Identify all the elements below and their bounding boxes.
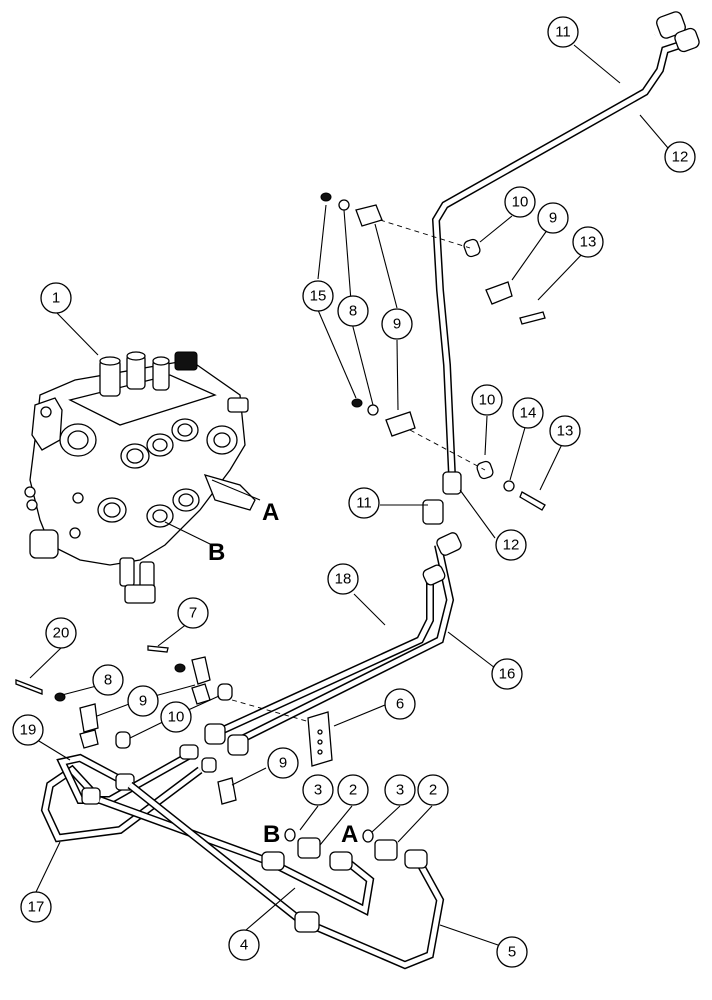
- callout-number: 13: [580, 234, 597, 251]
- callout-number: 4: [240, 937, 248, 954]
- upper-clamp-hardware: [320, 192, 546, 511]
- callout-balloon-10: 10: [160, 701, 192, 733]
- callout-balloon-12: 12: [664, 141, 696, 173]
- callout-balloon-10: 10: [471, 384, 503, 416]
- callout-balloon-9: 9: [267, 747, 299, 779]
- callout-number: 15: [310, 288, 327, 305]
- callout-balloon-7: 7: [177, 597, 209, 629]
- callout-number: 17: [28, 899, 45, 916]
- callout-number: 11: [555, 24, 571, 41]
- callout-balloon-9: 9: [381, 308, 413, 340]
- callout-balloon-13: 13: [549, 415, 581, 447]
- lower-left-tubes: [40, 744, 217, 843]
- callout-number: 2: [429, 782, 437, 799]
- callout-number: 19: [20, 722, 37, 739]
- callout-number: 8: [349, 303, 357, 320]
- callout-number: 9: [549, 210, 557, 227]
- callout-number: 6: [396, 696, 404, 713]
- callout-number: 7: [189, 605, 197, 622]
- callout-number: 12: [672, 149, 689, 166]
- callout-number: 13: [557, 423, 574, 440]
- callout-number: 10: [168, 709, 185, 726]
- callout-balloon-6: 6: [384, 688, 416, 720]
- callout-number: 3: [314, 782, 322, 799]
- callout-balloon-14: 14: [512, 397, 544, 429]
- callout-number: 10: [512, 194, 529, 211]
- port-labels: A B B A: [208, 499, 358, 848]
- callout-number: 20: [53, 625, 70, 642]
- callout-number: 9: [139, 693, 147, 710]
- fitting-port-b-label: B: [263, 821, 280, 848]
- lower-fittings-and-tubes: [98, 781, 445, 970]
- control-valve-assembly: [24, 351, 256, 604]
- fitting-port-a-label: A: [341, 821, 358, 848]
- callout-balloon-18: 18: [327, 563, 359, 595]
- middle-tube-pair: [204, 532, 462, 756]
- callout-number: 12: [503, 537, 520, 554]
- callout-balloon-11: 11: [348, 487, 380, 519]
- callout-balloon-20: 20: [45, 617, 77, 649]
- valve-port-a-label: A: [262, 499, 279, 526]
- callout-number: 18: [335, 571, 352, 588]
- callout-balloon-3: 3: [384, 774, 416, 806]
- upper-tube-pair: [417, 11, 700, 525]
- callout-balloon-9: 9: [537, 202, 569, 234]
- callout-number: 14: [520, 405, 537, 422]
- callout-number: 10: [479, 392, 496, 409]
- callout-balloon-12: 12: [495, 529, 527, 561]
- callout-number: 16: [499, 666, 516, 683]
- callout-balloon-3: 3: [302, 774, 334, 806]
- callout-number: 9: [393, 316, 401, 333]
- callout-balloon-10: 10: [504, 186, 536, 218]
- callout-balloon-1: 1: [40, 282, 72, 314]
- callout-balloon-15: 15: [302, 280, 334, 312]
- callout-number: 9: [279, 755, 287, 772]
- callout-number: 8: [104, 672, 112, 689]
- callout-balloon-19: 19: [12, 714, 44, 746]
- lower-clamp-hardware: [15, 645, 333, 805]
- callout-balloons: 1 11 12 10 9 13 15 8 9 10 14 13 11 12 18…: [12, 16, 696, 968]
- valve-port-b-label: B: [208, 539, 225, 566]
- callout-number: 3: [396, 782, 404, 799]
- callout-balloon-16: 16: [491, 658, 523, 690]
- callout-balloon-13: 13: [572, 226, 604, 258]
- callout-balloon-17: 17: [20, 891, 52, 923]
- callout-balloon-8: 8: [92, 664, 124, 696]
- callout-number: 11: [356, 495, 372, 512]
- callout-balloon-5: 5: [496, 936, 528, 968]
- callout-balloon-2: 2: [417, 774, 449, 806]
- leader-lines: [29, 44, 669, 946]
- callout-balloon-9: 9: [127, 685, 159, 717]
- callout-number: 2: [349, 782, 357, 799]
- callout-number: 5: [508, 944, 516, 961]
- callout-balloon-8: 8: [337, 295, 369, 327]
- callout-balloon-11: 11: [547, 16, 579, 48]
- callout-number: 1: [52, 290, 60, 307]
- callout-balloon-2: 2: [337, 774, 369, 806]
- callout-balloon-4: 4: [228, 929, 260, 961]
